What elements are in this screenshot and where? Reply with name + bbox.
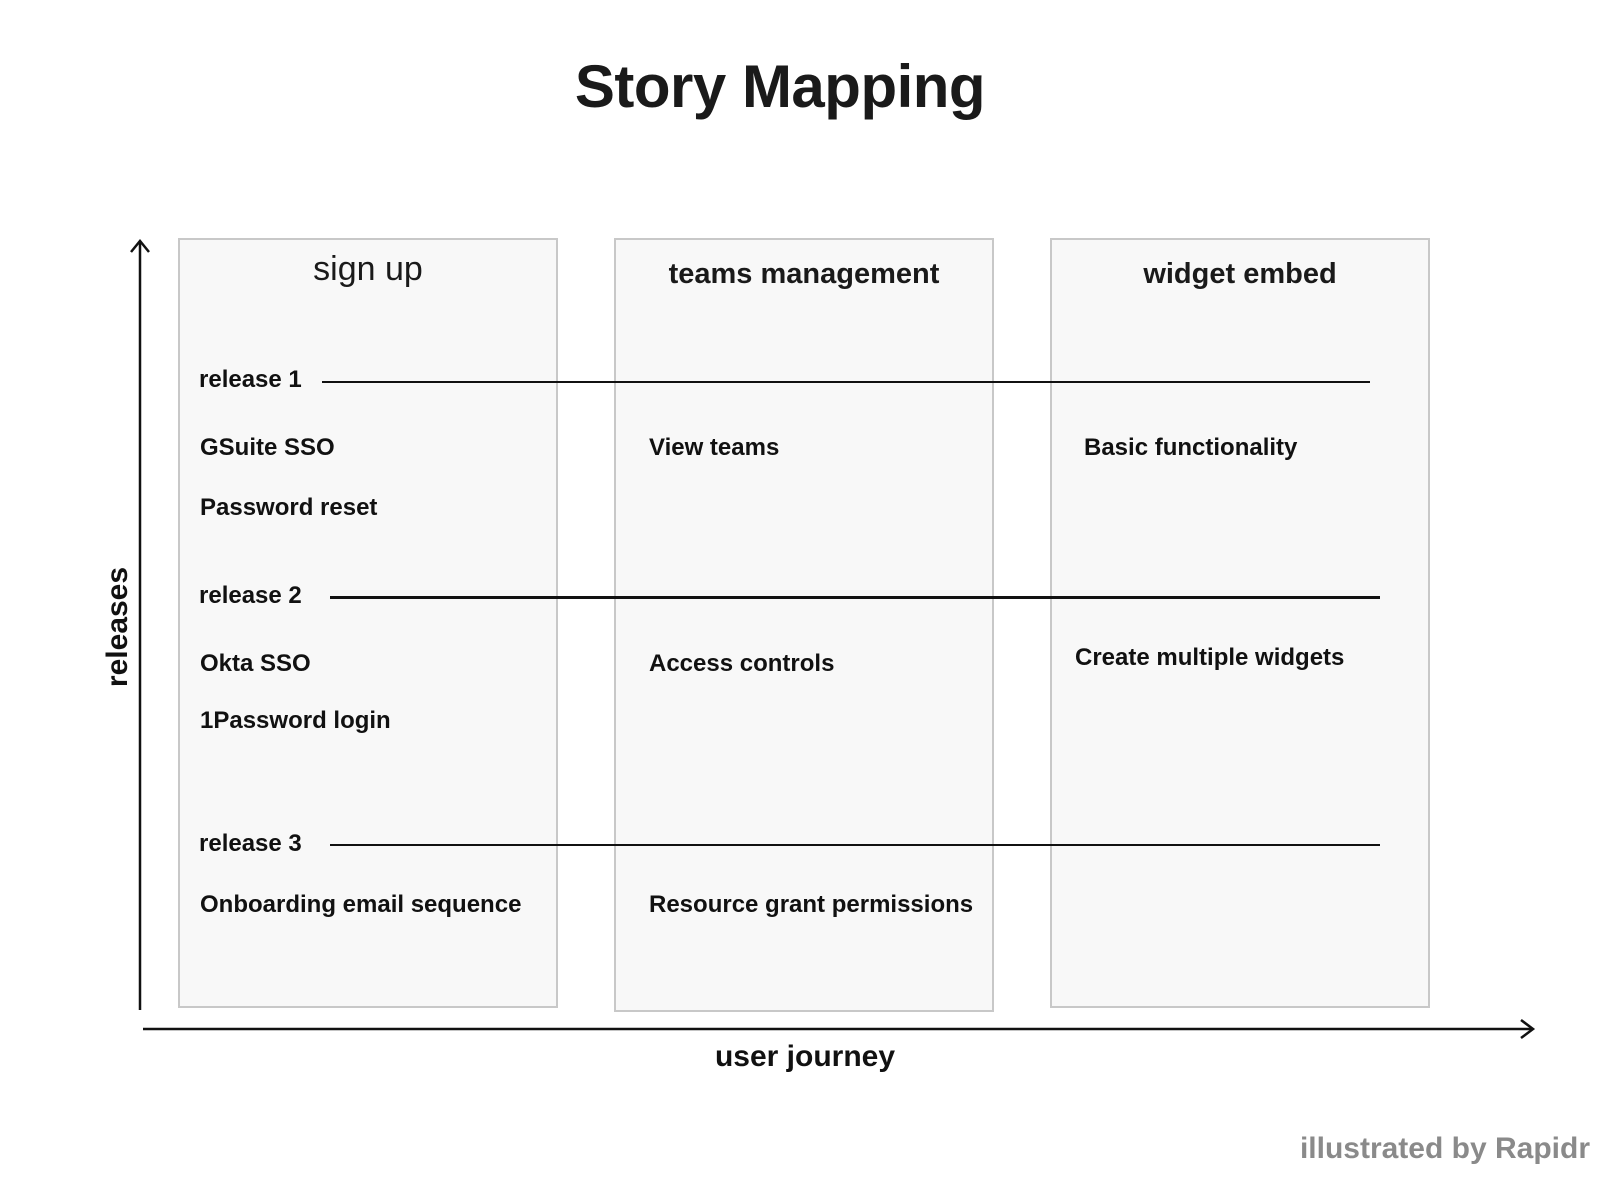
column-heading-widget-embed: widget embed (1143, 258, 1337, 290)
story-card: Onboarding email sequence (200, 891, 522, 918)
release-line-3 (330, 844, 1380, 846)
column-widget-embed: widget embed (1050, 238, 1430, 1008)
release-line-2 (330, 596, 1380, 599)
story-card: Create multiple widgets (1075, 644, 1345, 671)
story-card: Resource grant permissions (649, 891, 974, 918)
column-heading-teams-management: teams management (668, 258, 940, 290)
column-teams-management: teams management (614, 238, 994, 1012)
story-card: GSuite SSO (200, 434, 335, 461)
release-line-1 (322, 381, 1370, 383)
page-title: Story Mapping (574, 53, 986, 120)
y-axis-label: releases (101, 566, 134, 688)
release-label-3: release 3 (199, 830, 302, 857)
release-label-1: release 1 (199, 366, 302, 393)
x-axis-arrowhead (1520, 1019, 1536, 1039)
credit-text: illustrated by Rapidr (1299, 1132, 1590, 1165)
y-axis-arrowhead (130, 239, 150, 253)
story-card: Access controls (649, 650, 835, 677)
story-card: View teams (649, 434, 780, 461)
release-label-2: release 2 (199, 582, 302, 609)
column-heading-sign-up: sign up (313, 250, 423, 288)
story-card: Okta SSO (200, 650, 311, 677)
column-sign-up: sign up (178, 238, 558, 1008)
story-card: Basic functionality (1084, 434, 1298, 461)
story-card: Password reset (200, 494, 378, 521)
story-card: 1Password login (200, 707, 391, 734)
x-axis-label: user journey (714, 1040, 896, 1073)
